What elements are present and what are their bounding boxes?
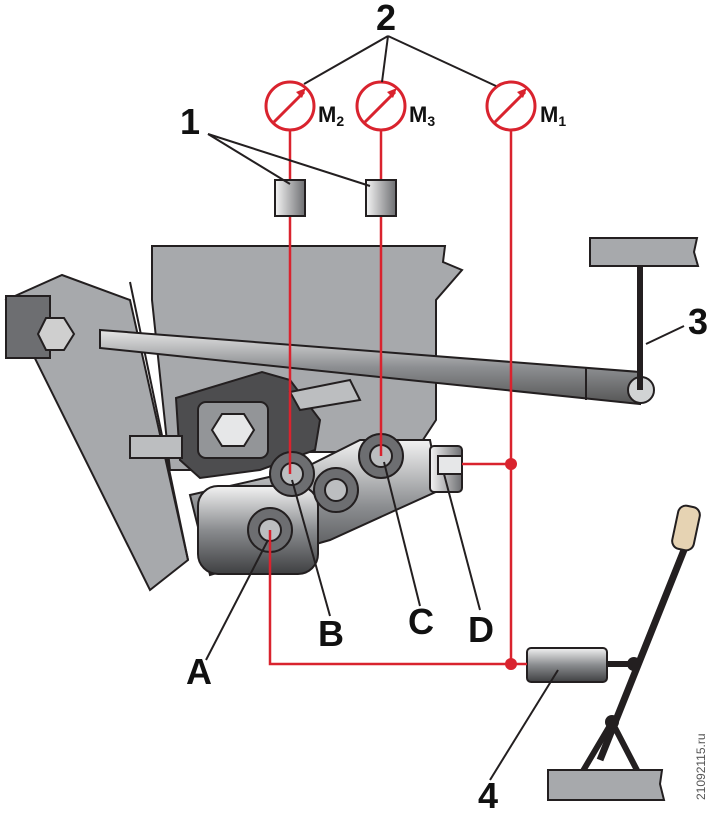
leader-d — [443, 473, 481, 611]
pedal-floor-mount — [547, 769, 666, 801]
leader-lines — [205, 35, 685, 781]
leader-1-left — [207, 133, 291, 185]
gauge-label-m2: M2 — [318, 102, 344, 129]
lever-pin-left — [129, 435, 183, 459]
gauge-m3 — [355, 80, 407, 132]
port-label-d: D — [468, 609, 494, 650]
junction-dot-master — [505, 658, 517, 670]
gauge-label-m2-sub: 2 — [336, 113, 344, 129]
gauge-label-m1-main: M — [540, 102, 558, 127]
gauge-label-m1: M1 — [540, 102, 566, 129]
master-cylinder — [526, 647, 608, 683]
leader-b — [291, 479, 331, 617]
callout-3: 3 — [688, 301, 708, 342]
gauge-label-m1-sub: 1 — [558, 113, 566, 129]
torsion-lever-rod — [99, 328, 641, 406]
callout-4: 4 — [478, 775, 498, 814]
bracket-nut — [36, 317, 76, 351]
leader-3 — [645, 325, 685, 345]
lever-hex-nut — [210, 413, 256, 447]
left-bracket — [4, 273, 190, 592]
gauge-label-m2-main: M — [318, 102, 336, 127]
leader-1-right — [207, 133, 371, 187]
callout-1: 1 — [180, 101, 200, 142]
adapter-m2 — [274, 179, 306, 217]
gauge-m2 — [264, 80, 316, 132]
gauge-label-m3: M3 — [409, 102, 435, 129]
port-label-a: A — [186, 651, 212, 692]
pedal-pad — [671, 504, 701, 552]
port-d-fitting — [437, 455, 463, 475]
adapter-m3 — [365, 179, 397, 217]
leader-2-left — [303, 35, 389, 85]
line-a — [268, 530, 527, 666]
port-label-c: C — [408, 601, 434, 642]
leader-2-right — [387, 35, 497, 87]
leader-4 — [489, 669, 559, 781]
watermark: 21092115.ru — [694, 733, 708, 800]
gauge-label-m3-main: M — [409, 102, 427, 127]
leader-c — [383, 461, 421, 607]
upper-lever-arm — [288, 378, 362, 412]
gauge-m1 — [485, 80, 537, 132]
port-middle-fitting — [313, 467, 359, 513]
callout-2: 2 — [376, 0, 396, 38]
leader-a — [205, 539, 269, 661]
port-label-b: B — [318, 613, 344, 654]
pedal-pivot — [605, 715, 619, 729]
bracket-edge-line — [129, 281, 189, 561]
port-b-fitting — [269, 451, 315, 497]
pedal-bracket — [574, 715, 645, 779]
gauge-label-m3-sub: 3 — [427, 113, 435, 129]
leader-2-mid — [381, 35, 389, 83]
junction-dot-d — [505, 458, 517, 470]
upper-mount-bar — [589, 237, 700, 267]
